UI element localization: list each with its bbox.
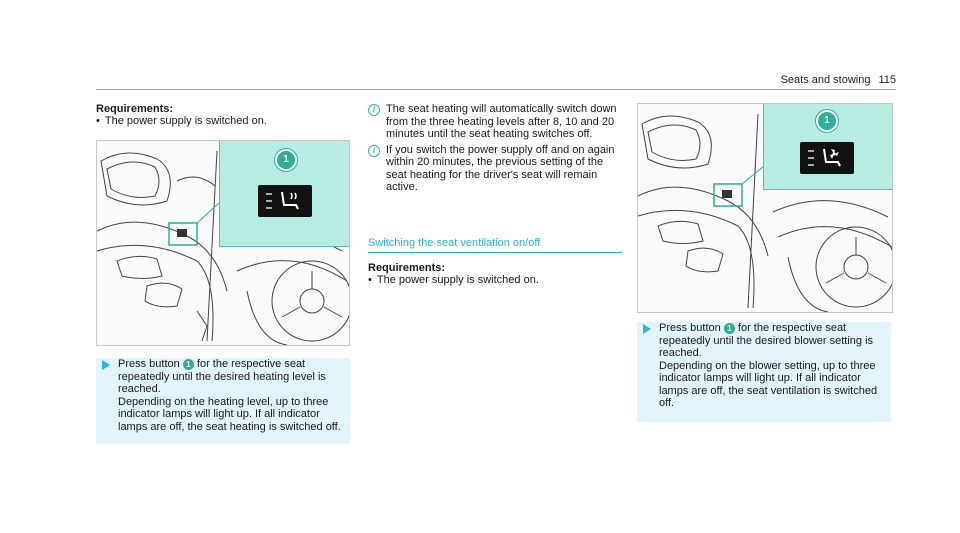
seat-ventilation-figure: 1 <box>637 103 893 313</box>
arrow-right-icon <box>102 360 110 370</box>
section-name: Seats and stowing <box>780 74 871 86</box>
callout-1: 1 <box>275 149 297 171</box>
heating-button-panel <box>258 185 312 217</box>
note-2-text: If you switch the power supply off and o… <box>386 143 615 194</box>
header-rule <box>96 89 896 90</box>
middle-notes: i The seat heating will automatically sw… <box>368 103 622 197</box>
seat-heating-figure: 1 <box>96 140 350 346</box>
step-text-part1: Press button <box>118 358 180 370</box>
requirements-title: Requirements: <box>96 103 174 115</box>
middle-requirements: Requirements: The power supply is switch… <box>368 262 622 287</box>
page-header: Seats and stowing 115 <box>781 74 896 86</box>
door-interior-illustration <box>97 150 349 345</box>
requirement-item: The power supply is switched on. <box>368 274 622 287</box>
step-text-part2: for the respective seat repeatedly until… <box>118 358 326 395</box>
step-text-part1: Press button <box>659 322 721 334</box>
requirements-title: Requirements: <box>368 262 446 274</box>
arrow-right-icon <box>643 324 651 334</box>
info-icon: i <box>368 144 380 157</box>
callout-1-inline: 1 <box>182 359 194 370</box>
page-number: 115 <box>878 74 896 86</box>
step-text: Press button 1 for the respective seat r… <box>118 358 350 433</box>
right-step: Press button 1 for the respective seat r… <box>637 322 891 422</box>
info-icon: i <box>368 104 380 116</box>
callout-1: 1 <box>816 110 838 132</box>
seat-ventilation-icon <box>808 148 841 167</box>
button-detail-inset: 1 <box>219 141 349 247</box>
callout-1-inline: 1 <box>723 323 735 334</box>
left-requirements: Requirements: The power supply is switch… <box>96 103 350 128</box>
section-title: Switching the seat ventilation on/off <box>368 237 622 253</box>
seat-heating-icon <box>266 191 299 210</box>
step-text-line2: Depending on the blower setting, up to t… <box>659 359 878 410</box>
door-interior-illustration <box>638 113 892 312</box>
note-1-text: The seat heating will automatically swit… <box>386 103 617 140</box>
step-text-line2: Depending on the heating level, up to th… <box>118 395 341 433</box>
info-note-1: i The seat heating will automatically sw… <box>368 103 622 141</box>
requirement-item: The power supply is switched on. <box>96 115 350 128</box>
left-step: Press button 1 for the respective seat r… <box>96 358 350 444</box>
step-text: Press button 1 for the respective seat r… <box>659 322 891 410</box>
button-detail-inset: 1 <box>763 104 892 190</box>
info-note-2: i If you switch the power supply off and… <box>368 144 622 194</box>
ventilation-button-panel <box>800 142 854 174</box>
step-text-part2: for the respective seat repeatedly until… <box>659 322 874 359</box>
